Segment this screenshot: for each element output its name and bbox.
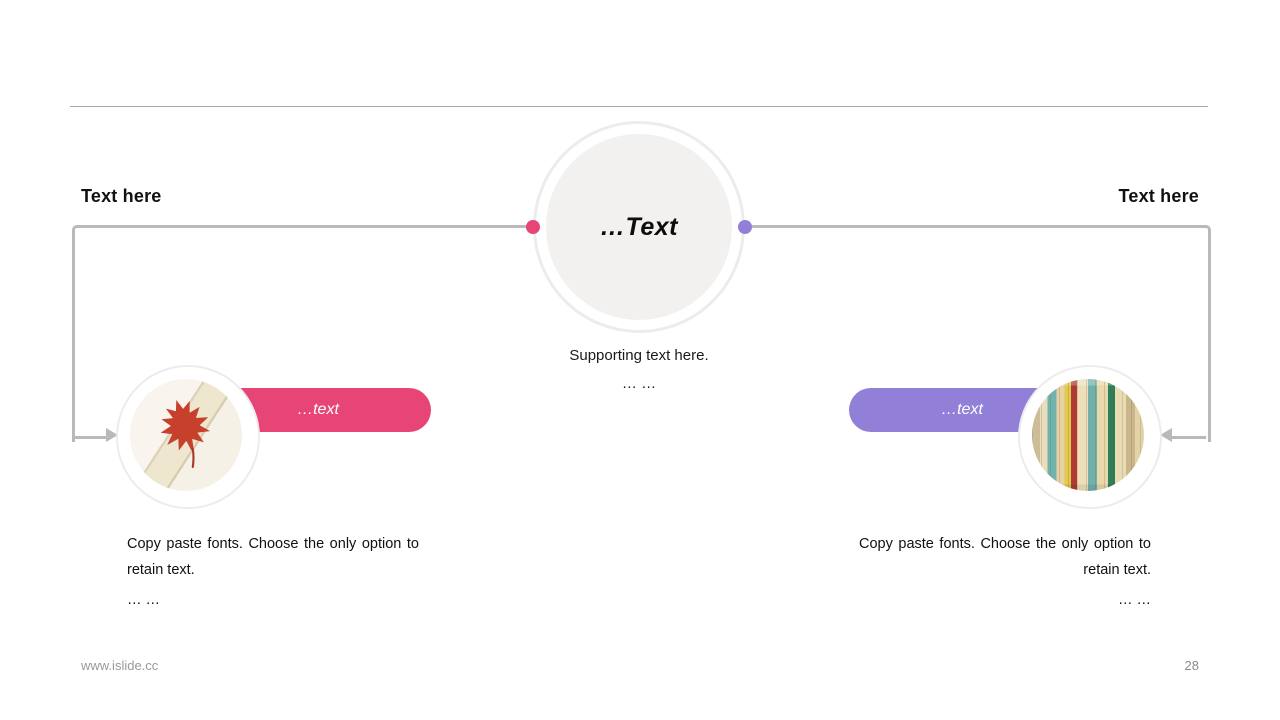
right-body-ellipsis: … …: [1117, 592, 1151, 608]
pink-connector-dot-icon: [526, 220, 540, 234]
right-connector-line: [747, 225, 1211, 442]
page-number: 28: [1184, 658, 1199, 673]
left-section-heading: Text here: [81, 186, 162, 206]
right-body-paragraph: Copy paste fonts. Choose the only option…: [859, 531, 1151, 610]
left-pill-text: …text: [297, 401, 339, 418]
right-section-heading: Text here: [1118, 186, 1199, 206]
left-body-paragraph: Copy paste fonts. Choose the only option…: [127, 531, 419, 610]
left-connector-line: [72, 225, 536, 442]
center-circle: …Text: [546, 134, 732, 320]
arrow-left-icon: [1160, 428, 1172, 442]
supporting-text-line: Supporting text here.: [569, 347, 709, 364]
left-connector-stub: [74, 436, 108, 439]
left-body-ellipsis: … …: [127, 592, 161, 608]
supporting-ellipsis: … …: [621, 375, 657, 392]
right-connector-stub: [1172, 436, 1206, 439]
purple-connector-dot-icon: [738, 220, 752, 234]
right-body-text: Copy paste fonts. Choose the only option…: [859, 536, 1151, 578]
arrow-right-icon: [106, 428, 118, 442]
top-divider-line: [70, 106, 1208, 107]
left-body-text: Copy paste fonts. Choose the only option…: [127, 536, 419, 578]
book-spines-photo: [1032, 379, 1144, 491]
center-circle-label: …Text: [600, 212, 678, 241]
footer-url[interactable]: www.islide.cc: [81, 658, 159, 673]
maple-leaf-photo: [130, 379, 242, 491]
maple-leaf-icon: [160, 399, 211, 469]
center-supporting-text: Supporting text here. … …: [489, 347, 789, 392]
right-pill-text: …text: [941, 401, 983, 418]
